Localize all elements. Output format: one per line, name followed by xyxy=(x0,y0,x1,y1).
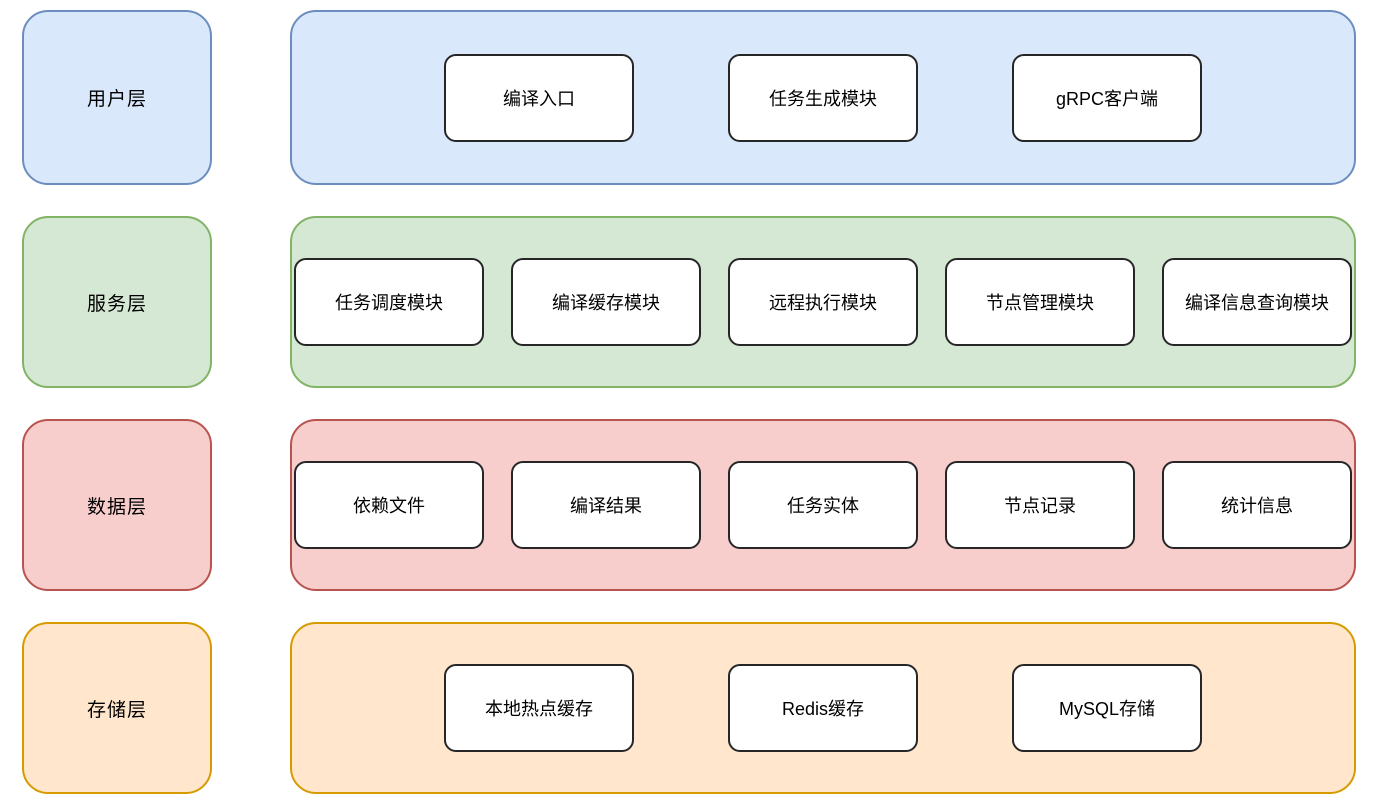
module-box: 任务实体 xyxy=(728,461,918,549)
layer-row-data: 数据层 依赖文件 编译结果 任务实体 节点记录 统计信息 xyxy=(22,419,1356,591)
module-box: 节点管理模块 xyxy=(945,258,1135,346)
module-label: 任务调度模块 xyxy=(335,293,443,313)
layer-container-storage: 本地热点缓存 Redis缓存 MySQL存储 xyxy=(290,622,1356,794)
layer-row-user: 用户层 编译入口 任务生成模块 gRPC客户端 xyxy=(22,10,1356,185)
module-label: 编译信息查询模块 xyxy=(1185,293,1329,313)
layer-container-data: 依赖文件 编译结果 任务实体 节点记录 统计信息 xyxy=(290,419,1356,591)
module-label: 本地热点缓存 xyxy=(485,699,593,719)
module-label: 编译入口 xyxy=(503,88,575,109)
module-box: 节点记录 xyxy=(945,461,1135,549)
module-box: 任务生成模块 xyxy=(728,53,918,142)
module-box: 编译信息查询模块 xyxy=(1162,258,1352,346)
module-box: 任务调度模块 xyxy=(294,258,484,346)
layer-label-box-data: 数据层 xyxy=(22,419,212,591)
layer-row-storage: 存储层 本地热点缓存 Redis缓存 MySQL存储 xyxy=(22,622,1356,794)
layer-label: 数据层 xyxy=(86,496,147,518)
layer-row-service: 服务层 任务调度模块 编译缓存模块 远程执行模块 节点管理模块 编译信息查询模块 xyxy=(22,216,1356,388)
module-label: 远程执行模块 xyxy=(769,293,877,313)
layer-label: 用户层 xyxy=(86,89,147,110)
layer-label-box-service: 服务层 xyxy=(22,216,212,388)
module-label: 任务生成模块 xyxy=(769,88,877,109)
module-label: 编译结果 xyxy=(570,496,642,516)
module-box: 编译结果 xyxy=(511,461,701,549)
layer-label: 存储层 xyxy=(86,699,147,721)
module-label: gRPC客户端 xyxy=(1055,88,1158,109)
module-box: 统计信息 xyxy=(1162,461,1352,549)
module-box: gRPC客户端 xyxy=(1012,53,1202,142)
module-box: 编译缓存模块 xyxy=(511,258,701,346)
module-label: 依赖文件 xyxy=(353,496,425,516)
layer-label-box-user: 用户层 xyxy=(22,10,212,185)
layer-label-box-storage: 存储层 xyxy=(22,622,212,794)
module-label: 节点记录 xyxy=(1004,496,1076,516)
module-box: MySQL存储 xyxy=(1012,664,1202,752)
layer-label: 服务层 xyxy=(86,293,147,315)
module-box: 本地热点缓存 xyxy=(444,664,634,752)
layer-container-service: 任务调度模块 编译缓存模块 远程执行模块 节点管理模块 编译信息查询模块 xyxy=(290,216,1356,388)
module-label: Redis缓存 xyxy=(781,699,865,719)
module-label: 任务实体 xyxy=(787,496,859,516)
module-box: Redis缓存 xyxy=(728,664,918,752)
module-label: 统计信息 xyxy=(1221,496,1293,516)
layer-container-user: 编译入口 任务生成模块 gRPC客户端 xyxy=(290,10,1356,185)
module-box: 依赖文件 xyxy=(294,461,484,549)
module-label: MySQL存储 xyxy=(1058,699,1155,719)
module-label: 节点管理模块 xyxy=(986,293,1094,313)
module-box: 编译入口 xyxy=(444,53,634,142)
module-label: 编译缓存模块 xyxy=(552,293,660,313)
module-box: 远程执行模块 xyxy=(728,258,918,346)
